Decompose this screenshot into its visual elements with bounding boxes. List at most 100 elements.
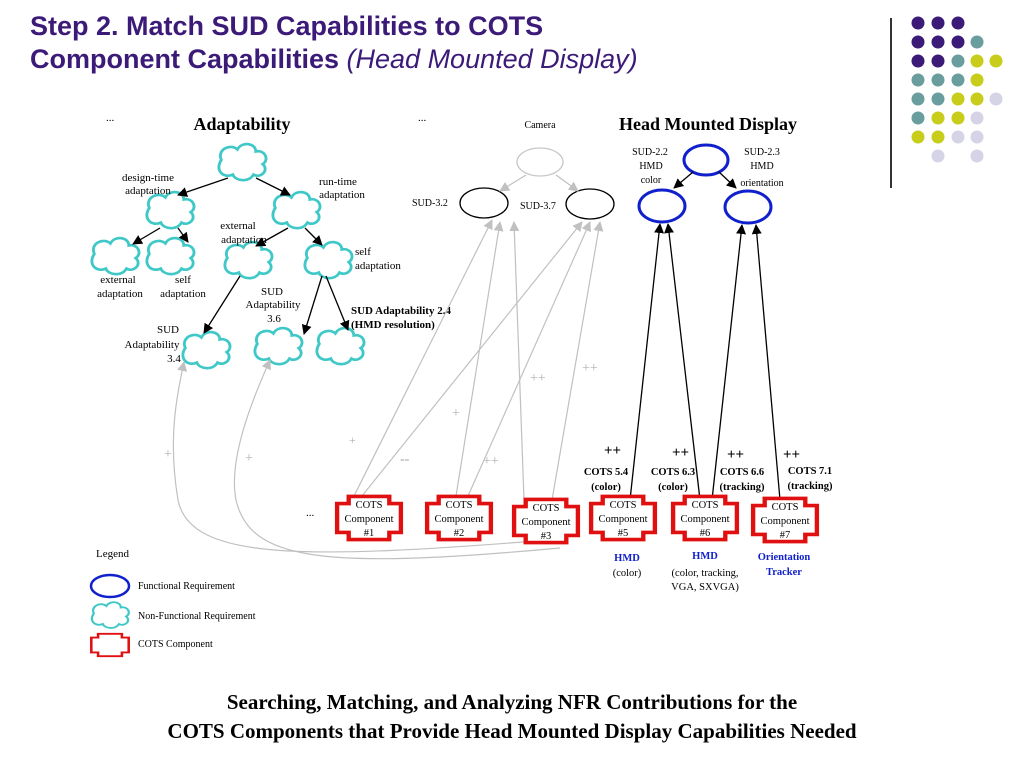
c66-label-2: (tracking) xyxy=(720,482,765,493)
sud37-label: SUD-3.7 xyxy=(520,201,556,212)
adaptability-cloud-icon xyxy=(217,142,268,182)
slide-caption: Searching, Matching, and Analyzing NFR C… xyxy=(0,688,1024,746)
sud37-ellipse xyxy=(565,188,615,220)
legend-cots-icon xyxy=(90,632,130,658)
faded-contribution-links xyxy=(172,219,604,560)
sud36-label-2: Adaptability xyxy=(246,299,301,311)
external-label-1: external xyxy=(220,220,255,232)
legend: Legend Functional Requirement Non-Functi… xyxy=(89,548,256,658)
slide-title: Step 2. Match SUD Capabilities to COTS C… xyxy=(30,10,638,76)
c63-label-2: (color) xyxy=(658,482,688,493)
c7-caption-title2: Tracker xyxy=(766,567,802,578)
contrib-pp-5: ++ xyxy=(604,443,621,459)
decorative-dot-grid xyxy=(911,16,1003,163)
c1-line3: #1 xyxy=(364,528,375,539)
contrib-pp-6: ++ xyxy=(672,445,689,461)
sud32-label: SUD-3.2 xyxy=(412,198,448,209)
adaptability-heading: Adaptability xyxy=(193,114,290,134)
contrib-pp-2: ++ xyxy=(530,371,546,386)
legend-nonfunctional-label: Non-Functional Requirement xyxy=(138,611,256,622)
self-adaptation-cloud-icon xyxy=(145,236,196,276)
legend-nonfunctional-icon xyxy=(90,601,130,630)
title-line-2-italic: (Head Mounted Display) xyxy=(346,44,638,74)
cots-component-shapes xyxy=(337,496,817,542)
cots-capability-labels: COTS 5.4 (color) COTS 6.3 (color) COTS 6… xyxy=(584,466,833,493)
sud24-label-2: (HMD resolution) xyxy=(351,319,435,331)
sud32-ellipse xyxy=(459,187,509,219)
c71-label-2: (tracking) xyxy=(788,481,833,492)
c7-line3: #7 xyxy=(780,530,791,541)
c54-label-1: COTS 5.4 xyxy=(584,467,629,478)
sud36-label-1: SUD xyxy=(261,286,283,298)
external-adaptation-cloud-icon xyxy=(90,236,141,276)
c3-line3: #3 xyxy=(541,531,552,542)
design-time-label-1: design-time xyxy=(122,172,174,184)
sud23-ellipse xyxy=(723,189,773,225)
c1-line1: COTS xyxy=(356,500,383,511)
c1-line2: Component xyxy=(345,514,394,525)
middle-ellipsis: ... xyxy=(418,112,427,124)
camera-goal-ellipse xyxy=(516,147,564,177)
self1-label-2: adaptation xyxy=(160,288,206,300)
c2-line2: Component xyxy=(435,514,484,525)
tree-arrows xyxy=(132,177,350,335)
sud34-label-3: 3.4 xyxy=(167,353,181,365)
title-line-2-plain: Component Capabilities xyxy=(30,44,347,74)
c5-line3: #5 xyxy=(618,528,629,539)
c5-caption-sub: (color) xyxy=(613,568,642,579)
self1-label-1: self xyxy=(175,274,191,286)
c5-line2: Component xyxy=(599,514,648,525)
sud34-label-2: Adaptability xyxy=(125,339,180,351)
c2-line1: COTS xyxy=(446,500,473,511)
c6-line2: Component xyxy=(681,514,730,525)
c5-line1: COTS xyxy=(610,500,637,511)
sud22-label-2: HMD xyxy=(639,161,662,172)
design-time-cloud-icon xyxy=(145,190,196,230)
contrib-plus-3: + xyxy=(349,433,356,447)
title-line-1: Step 2. Match SUD Capabilities to COTS xyxy=(30,11,544,41)
legend-cots-label: COTS Component xyxy=(138,639,213,650)
sud22-label-3: color xyxy=(641,175,662,186)
sud-3-6-cloud-icon xyxy=(253,326,304,366)
title-line-2: Component Capabilities (Head Mounted Dis… xyxy=(30,43,638,76)
external-adaptation-2-cloud-icon xyxy=(223,240,274,280)
self-label-2: adaptation xyxy=(355,260,401,272)
middle-faded-arrows xyxy=(499,174,579,192)
sud34-label-1: SUD xyxy=(157,324,179,336)
c6-caption-sub2: VGA, SXVGA) xyxy=(671,582,739,593)
c6-line1: COTS xyxy=(692,500,719,511)
divider-line xyxy=(890,18,892,188)
external-label-2: adaptation xyxy=(221,234,267,246)
hmd-root-ellipse xyxy=(682,143,730,177)
hmd-tree-arrows xyxy=(673,171,737,189)
c6-caption-title: HMD xyxy=(692,551,718,562)
external2-label-1: external xyxy=(100,274,135,286)
run-time-label-2: adaptation xyxy=(319,189,365,201)
c5-caption-title: HMD xyxy=(614,553,640,564)
sud36-label-3: 3.6 xyxy=(267,313,281,325)
self-adaptation-2-cloud-icon xyxy=(303,240,354,280)
left-ellipsis: ... xyxy=(106,112,115,124)
c3-line2: Component xyxy=(522,517,571,528)
contrib-pp-7: ++ xyxy=(727,447,744,463)
caption-line-2: COTS Components that Provide Head Mounte… xyxy=(167,719,857,743)
sud22-label-1: SUD-2.2 xyxy=(632,147,668,158)
c71-label-1: COTS 7.1 xyxy=(788,466,832,477)
contrib-plus-2: + xyxy=(245,451,253,466)
hmd-labels: SUD-2.2 HMD color SUD-2.3 HMD orientatio… xyxy=(632,147,784,189)
cots-contribution-links xyxy=(629,223,781,501)
design-time-label-2: adaptation xyxy=(125,185,171,197)
contrib-plus-1: + xyxy=(164,447,172,462)
sud24-label-1: SUD Adaptability 2.4 xyxy=(351,305,451,317)
c63-label-1: COTS 6.3 xyxy=(651,467,695,478)
contrib-pp-8: ++ xyxy=(783,447,800,463)
run-time-label-1: run-time xyxy=(319,176,357,188)
c66-label-1: COTS 6.6 xyxy=(720,467,764,478)
goal-graph-diagram: ... Adaptability design-time adaptation … xyxy=(89,112,833,658)
sud23-label-3: orientation xyxy=(740,178,783,189)
sud-2-4-cloud-icon xyxy=(315,326,366,366)
contrib-plus-4: + xyxy=(452,406,460,421)
legend-functional-icon xyxy=(89,573,131,599)
contribution-marks: + + + -- ++ + ++ ++ ++ ++ ++ ++ xyxy=(164,361,800,469)
left-labels: design-time adaptation run-time adaptati… xyxy=(97,172,451,365)
